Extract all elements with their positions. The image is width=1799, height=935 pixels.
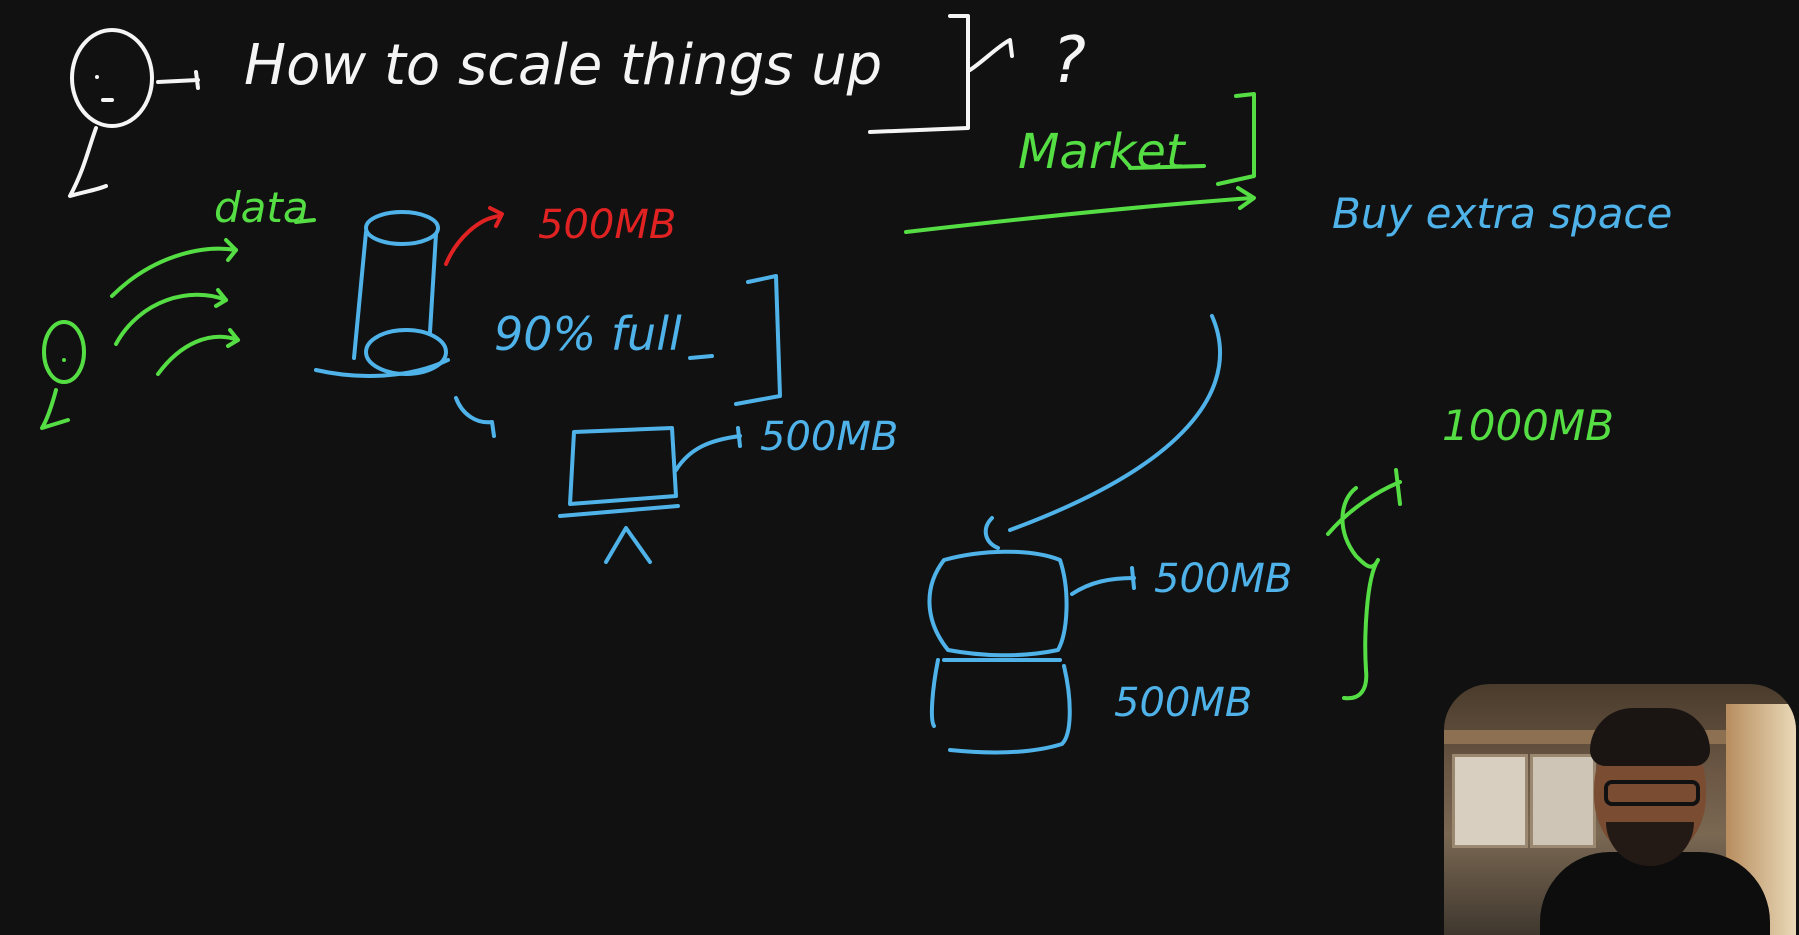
title-arrow — [156, 70, 200, 90]
presenter-hair — [1590, 708, 1710, 766]
data-label: data — [214, 183, 309, 232]
total-curly-brace — [1326, 468, 1402, 701]
presenter-glasses — [1604, 780, 1700, 806]
stacked-server-top — [927, 549, 1069, 658]
data-underline — [294, 218, 316, 224]
market-bracket — [1216, 92, 1256, 186]
db-capacity-label: 500MB — [538, 202, 676, 248]
total-capacity-label: 1000MB — [1442, 401, 1614, 450]
buy-extra-space-label: Buy extra space — [1332, 189, 1672, 238]
db-status-bracket — [734, 274, 782, 406]
title-question-mark: ? — [1052, 24, 1086, 98]
db-capacity-arrow-red — [444, 206, 504, 266]
stack-bottom-capacity-label: 500MB — [1114, 680, 1252, 726]
market-label: Market — [1018, 124, 1187, 180]
small-server-capacity-arrow — [674, 426, 742, 472]
data-flow-arrows — [110, 238, 240, 376]
market-underline — [1128, 164, 1206, 170]
presenter-body — [1540, 852, 1770, 935]
curve-hook — [983, 516, 1000, 550]
page-title: How to scale things up — [244, 33, 882, 98]
full-underline — [688, 354, 714, 360]
db-to-server-arrow — [454, 396, 496, 438]
title-bracket — [868, 14, 1014, 134]
client-figure-green — [40, 320, 86, 430]
buy-to-stack-curve — [1008, 314, 1222, 532]
presenter-webcam — [1444, 684, 1796, 935]
webcam-wall-frame — [1530, 754, 1596, 848]
small-server-capacity-label: 500MB — [760, 414, 898, 460]
database-cylinder — [314, 210, 450, 378]
stack-top-capacity-arrow — [1070, 566, 1136, 596]
stacked-server-bottom — [929, 658, 1072, 755]
stack-top-capacity-label: 500MB — [1154, 556, 1292, 602]
webcam-wall-frame — [1452, 754, 1528, 848]
stick-figure-white — [68, 28, 154, 198]
market-arrow — [904, 186, 1256, 234]
db-status-label: 90% full — [494, 307, 682, 361]
small-server-box — [558, 426, 680, 564]
